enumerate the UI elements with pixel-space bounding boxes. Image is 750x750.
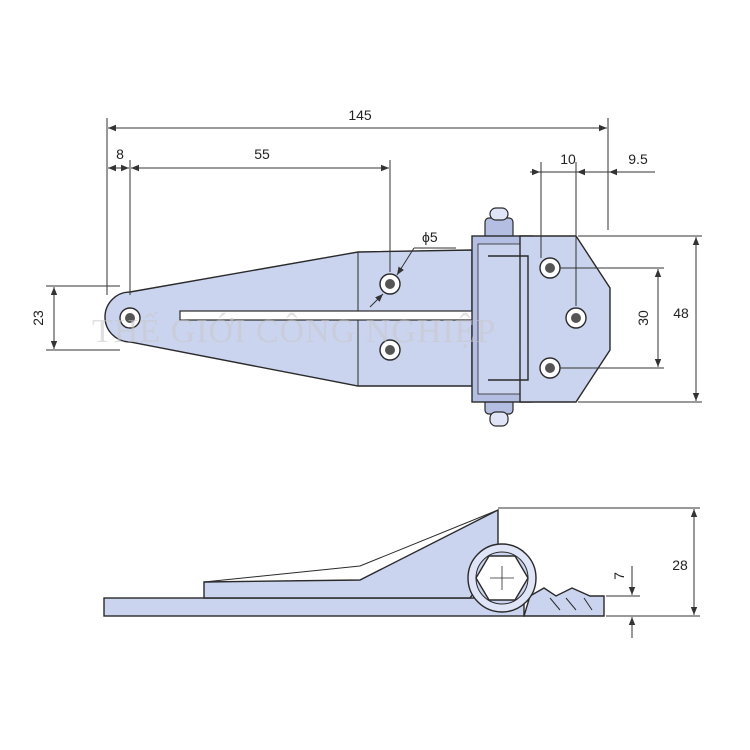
arm-hole-upper (379, 273, 401, 295)
plate-bracket (488, 255, 529, 381)
dim-eye-offset: 8 (116, 146, 124, 162)
base-plate (103, 597, 525, 617)
pin-top (484, 207, 514, 241)
dim-eye-to-hole: 55 (254, 146, 270, 162)
watermark-text: THẾ GIỚI CÔNG NGHIỆP (92, 312, 496, 350)
eye-hole (119, 307, 141, 329)
dim-hole-diameter: ϕ5 (422, 229, 438, 245)
plate-hole-top (539, 257, 561, 279)
plate-hole-bottom (539, 357, 561, 379)
dim-total-length: 145 (348, 107, 372, 123)
side-arm (203, 508, 499, 599)
dim-eye-height: 23 (30, 310, 46, 326)
plate-hole-middle (565, 307, 587, 329)
dim-edge-margin: 9.5 (628, 151, 648, 167)
dim-base-thickness: 7 (611, 572, 627, 580)
dim-hole-span: 30 (635, 310, 651, 326)
side-mount (523, 587, 605, 617)
arm-hole-lower (379, 339, 401, 361)
top-view (104, 207, 611, 427)
dim-hole-pitch: 10 (560, 151, 576, 167)
dim-side-height: 28 (672, 557, 688, 573)
mounting-plate (519, 235, 611, 403)
top-view-dimensions: 145 8 55 10 9.5 ϕ5 23 30 (30, 107, 702, 403)
side-view (103, 508, 605, 617)
dim-plate-height: 48 (673, 305, 689, 321)
side-view-dimensions: 28 7 (498, 507, 700, 638)
